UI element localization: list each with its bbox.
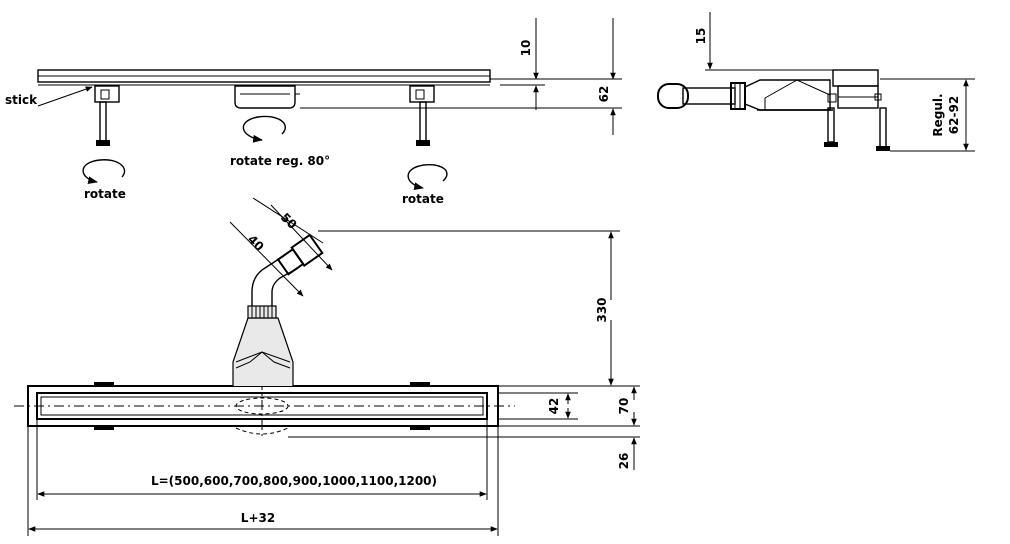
dim-70: 70: [617, 398, 631, 415]
rotate-right-icon: [407, 164, 448, 191]
dim-330: 330: [595, 297, 609, 322]
left-foot: [94, 85, 120, 146]
rotate-reg-label: rotate reg. 80°: [230, 154, 330, 168]
rotate-center-icon: [242, 115, 286, 143]
regul-label: Regul.: [931, 93, 945, 136]
rotate-left-label: rotate: [84, 187, 126, 201]
dim-40: 40: [245, 232, 267, 254]
dim-26: 26: [617, 453, 631, 470]
side-view: stick rotate rotate reg. 80° rotate 10 6…: [5, 18, 622, 206]
dim-42: 42: [547, 398, 561, 415]
dim-15: 15: [694, 28, 708, 45]
length-label: L=(500,600,700,800,900,1000,1100,1200): [151, 474, 437, 488]
center-outlet: [234, 85, 300, 109]
rotate-left-icon: [82, 159, 126, 185]
stick-label: stick: [5, 93, 38, 107]
dim-50: 50: [278, 210, 300, 232]
dim-10: 10: [519, 40, 533, 57]
dim-62: 62: [597, 86, 611, 103]
end-view: 15 Regul. 62-92: [657, 12, 975, 152]
length-total-label: L+32: [241, 511, 275, 525]
regul-range: 62-92: [947, 96, 961, 134]
rotate-right-label: rotate: [402, 192, 444, 206]
top-view: 50 40 330 42 70 26 L=(500,600,700,800,90…: [14, 197, 640, 536]
end-pipe: [657, 83, 689, 109]
right-foot: [409, 85, 435, 146]
